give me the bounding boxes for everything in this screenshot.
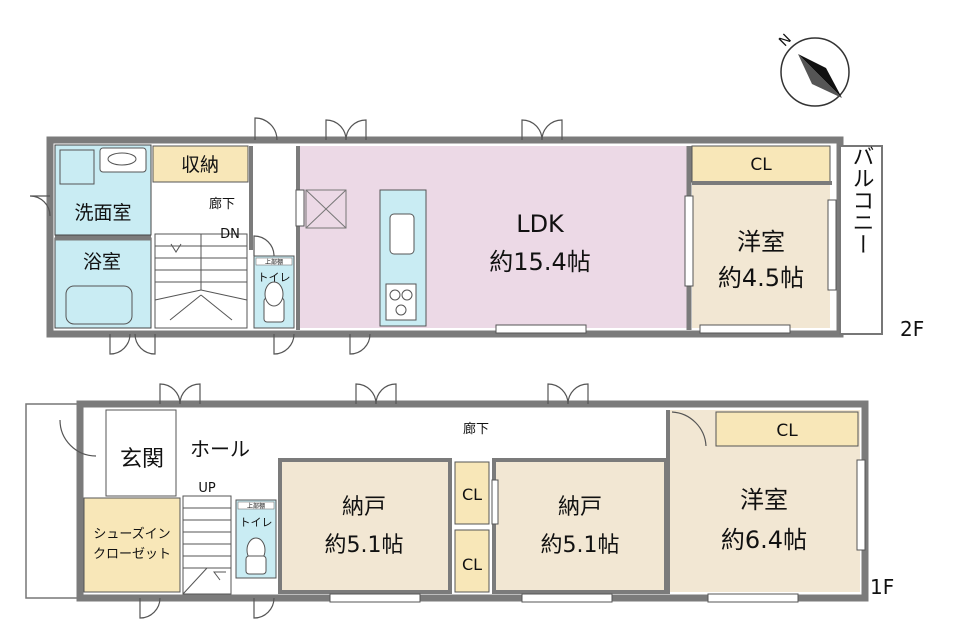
shoes-closet: [83, 497, 181, 593]
western-room-2f: [692, 184, 830, 328]
shoes-closet-label-1: シューズイン: [93, 526, 170, 542]
storage-2f: [152, 145, 249, 183]
door-swings-1f: [59, 383, 707, 619]
porch: [25, 403, 81, 599]
storeroom2-name-label: 納戸: [558, 495, 602, 520]
toilet-tank-icon: [245, 555, 267, 575]
closet-1f-western-label: CL: [776, 421, 798, 441]
balcony-label: バルコニー: [849, 145, 874, 255]
hallway-2f-label: 廊下: [209, 196, 235, 212]
stair-dn-label: DN: [220, 227, 240, 242]
closet-1f-western: [715, 411, 859, 447]
storeroom-1: [278, 458, 452, 594]
floor1-label: 1F: [870, 575, 894, 599]
western-1f-size-label: 約6.4帖: [721, 526, 807, 554]
floor2-label: 2F: [900, 317, 924, 341]
shoes-closet-label-2: クローゼット: [93, 547, 171, 562]
closet-1f-a-label: CL: [462, 485, 482, 504]
toilet-2f-tank-label: 上部棚: [265, 258, 283, 266]
closet-1f-b: [454, 529, 490, 593]
storeroom1-name-label: 納戸: [342, 495, 386, 520]
storeroom1-size-label: 約5.1帖: [325, 533, 404, 558]
entrance: [105, 409, 177, 497]
toilet-bowl-icon: [264, 281, 284, 307]
closet-1f-a: [454, 461, 490, 525]
balcony: [839, 145, 883, 335]
washer-icon: [59, 149, 95, 185]
skylight-icon: [305, 189, 347, 229]
closet-1f-b-label: CL: [462, 555, 482, 574]
bathtub-icon: [65, 285, 133, 325]
closet-2f: [691, 145, 831, 183]
ldk: [300, 146, 688, 328]
entrance-label: 玄関: [120, 447, 164, 472]
compass: N: [776, 31, 850, 107]
door-swings-2f: [29, 117, 563, 355]
kitchen-sink-icon: [389, 213, 415, 255]
western-2f-name-label: 洋室: [737, 228, 785, 256]
hallway-1f-label: 廊下: [463, 421, 489, 437]
staircase-1f: [182, 495, 232, 595]
toilet-2f: [253, 255, 295, 329]
ldk-size-label: 約15.4帖: [489, 248, 590, 276]
storage-label: 収納: [181, 154, 219, 176]
bath-label: 浴室: [83, 251, 121, 273]
storeroom2-size-label: 約5.1帖: [541, 533, 620, 558]
toilet-1f: [235, 499, 277, 579]
hall-label: ホール: [190, 437, 250, 461]
storeroom-2: [492, 458, 668, 594]
ldk-name-label: LDK: [516, 210, 565, 238]
floor-2: 洗面室 収納 廊下 DN 浴室 上部棚 トイレ LDK 約15.4帖 CL 洋室…: [29, 117, 924, 355]
western-2f-size-label: 約4.5帖: [718, 264, 804, 292]
staircase-2f: [154, 233, 248, 329]
toilet-1f-label: トイレ: [240, 516, 273, 529]
floor-1: 玄関 ホール 廊下 UP シューズイン クローゼット 上部棚 トイレ 納戸 約5…: [25, 383, 894, 619]
western-1f-name-label: 洋室: [740, 486, 788, 514]
toilet-1f-tank-label: 上部棚: [247, 502, 265, 510]
closet-2f-label: CL: [750, 155, 772, 175]
washroom-label: 洗面室: [74, 202, 131, 224]
toilet-2f-label: トイレ: [258, 271, 291, 284]
stair-up-label: UP: [198, 481, 216, 496]
